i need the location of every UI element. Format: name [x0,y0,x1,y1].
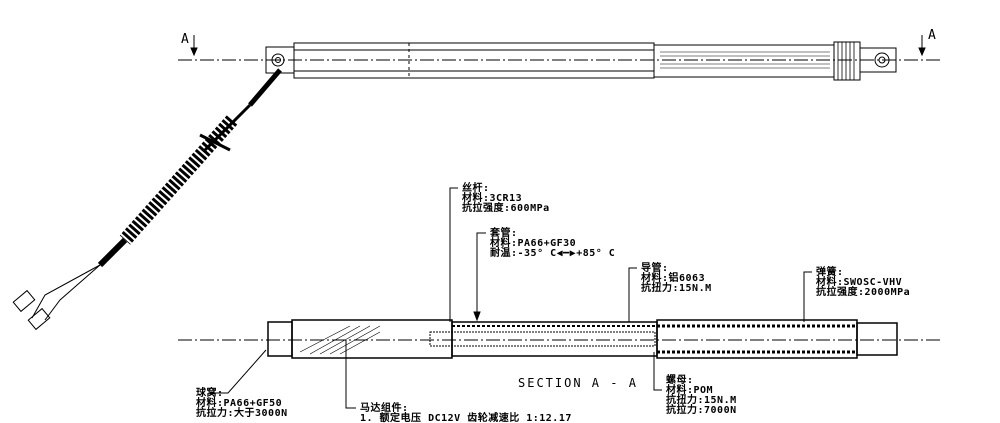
callout-spring: 弹簧: 材料:SWOSC-VHV 抗拉强度:2000MPa [816,268,910,298]
section-title: SECTION A - A [518,376,638,390]
callout-nut: 螺母: 材料:POM 抗扭力:15N.M 抗拉力:7000N [666,376,737,416]
actuator-section-view [178,319,940,359]
callout-material: 材料:3CR13 [462,193,523,204]
callout-torque: 抗扭力:15N.M [666,395,737,406]
section-marker-right-label: A [928,28,936,43]
callout-name: 套管: [490,228,518,239]
callout-name: 弹簧: [816,267,844,278]
cable-boot [12,68,282,331]
callout-sleeve: 套管: 材料:PA66+GF30 耐温:-35° C◀━▶+85° C [490,229,615,259]
callout-material: 材料:SWOSC-VHV [816,277,903,288]
callout-name: 球窝: [196,388,224,399]
callout-strength: 抗拉强度:600MPa [462,203,550,214]
callout-spec: 1. 额定电压 DC12V 齿轮减速比 1:12.17 [360,413,572,423]
section-marker-left-label: A [181,32,189,47]
callout-name: 导管: [641,263,669,274]
leader-lines [210,187,812,409]
actuator-top-view [265,41,897,81]
callout-torque: 抗扭力:15N.M [641,283,712,294]
callout-ball-socket: 球窝: 材料:PA66+GF50 抗拉力:大于3000N [196,389,288,419]
callout-force: 抗拉力:大于3000N [196,408,288,419]
callout-name: 马达组件: [360,403,409,414]
callout-temperature: 耐温:-35° C◀━▶+85° C [490,248,616,259]
callout-material: 材料:POM [666,385,714,396]
callout-name: 丝杆: [462,183,490,194]
callout-name: 螺母: [666,375,694,386]
callout-screw: 丝杆: 材料:3CR13 抗拉强度:600MPa [462,184,550,214]
callout-force: 抗拉力:7000N [666,405,737,416]
callout-material: 材料:铝6063 [641,273,706,284]
callout-guide-tube: 导管: 材料:铝6063 抗扭力:15N.M [641,264,712,294]
callout-motor: 马达组件: 1. 额定电压 DC12V 齿轮减速比 1:12.17 [360,404,572,423]
callout-material: 材料:PA66+GF30 [490,238,577,249]
section-marker-right [918,35,926,57]
section-marker-left [190,35,198,57]
callout-strength: 抗拉强度:2000MPa [816,287,911,298]
callout-material: 材料:PA66+GF50 [196,398,283,409]
